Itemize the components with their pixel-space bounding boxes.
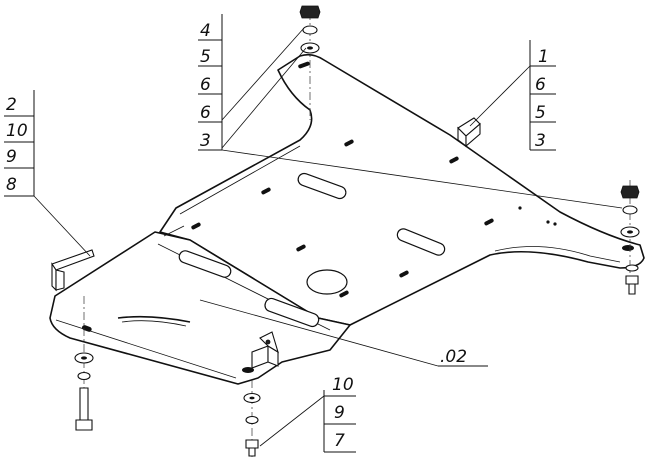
callout-stack-bottom: 10 9 7 [259,375,356,453]
callout-label: 10 [6,121,28,141]
callout-label: 5 [535,103,546,123]
oblong-slot [396,228,446,256]
leader-line [33,195,91,257]
pin-hole [518,206,522,210]
stiffening-rib [117,315,191,323]
callout-label: 6 [200,103,211,123]
washer [625,264,639,272]
callout-label: 8 [6,175,17,195]
dash-hole [261,187,271,195]
callout-stack-right: 1 6 5 3 [469,40,556,151]
dash-hole [81,325,92,332]
dash-hole [339,290,349,298]
callout-label: 10 [332,375,354,395]
dash-hole [296,244,306,252]
dash-hole [399,270,409,278]
nut [620,185,640,199]
callout-label: 9 [334,403,345,423]
callout-stack-top-left: 4 5 6 6 3 [198,14,623,209]
mounting-holes [81,61,634,373]
washer [77,371,91,381]
bolt [245,439,259,449]
bolt [625,275,639,285]
oblong-slot [297,172,347,200]
washer [302,25,318,35]
washer [245,415,259,425]
pin-hole [553,222,557,226]
leader-line [221,149,623,209]
dash-hole [344,139,354,147]
callout-stack-left: 2 10 9 8 [4,90,91,257]
leader-line [259,395,325,447]
plate-rear-panel [159,53,645,326]
nut [299,5,321,19]
callout-label: 6 [535,75,546,95]
leader-line [221,27,305,121]
callout-label: 3 [535,131,546,151]
slot-hole-right [622,245,634,251]
bolt [79,387,89,421]
dash-hole [484,218,494,226]
bracket-front [251,331,279,369]
fastener-right-lower [625,264,639,295]
callout-label: 3 [200,131,211,151]
plate-edge-line [494,246,621,263]
leader-line [221,47,307,149]
callout-label: 5 [200,47,211,67]
bolt [248,447,256,457]
fastener-left [74,296,94,431]
slot-hole-front [242,367,254,373]
dash-hole [449,156,459,164]
callout-label: 2 [6,95,17,115]
leader-line [469,65,531,127]
oblong-slot [178,250,232,278]
fastener-right-upper [620,180,640,280]
washer [622,205,638,215]
bolt [75,419,93,431]
callout-main-part: .02 [199,299,488,367]
bracket-left [51,249,95,292]
dash-hole [191,222,201,230]
oblong-slot [264,297,320,328]
drain-hole [306,269,348,295]
dash-hole [298,61,310,69]
bolt [628,283,636,295]
fastener-top [299,5,321,120]
bracket-right [457,117,481,148]
plate-bend-line [163,225,185,237]
callout-label: 6 [200,75,211,95]
stiffening-rib [121,320,187,327]
guard-plate [49,53,645,385]
fastener-bottom [243,380,261,460]
callout-label: 4 [200,21,211,41]
callout-label: .02 [440,347,467,367]
callout-label: 7 [334,431,345,451]
callout-label: 9 [6,147,17,167]
plate-bend-line [179,145,301,215]
callout-label: 1 [538,47,549,67]
pin-hole [546,220,550,224]
leader-line [199,299,439,367]
